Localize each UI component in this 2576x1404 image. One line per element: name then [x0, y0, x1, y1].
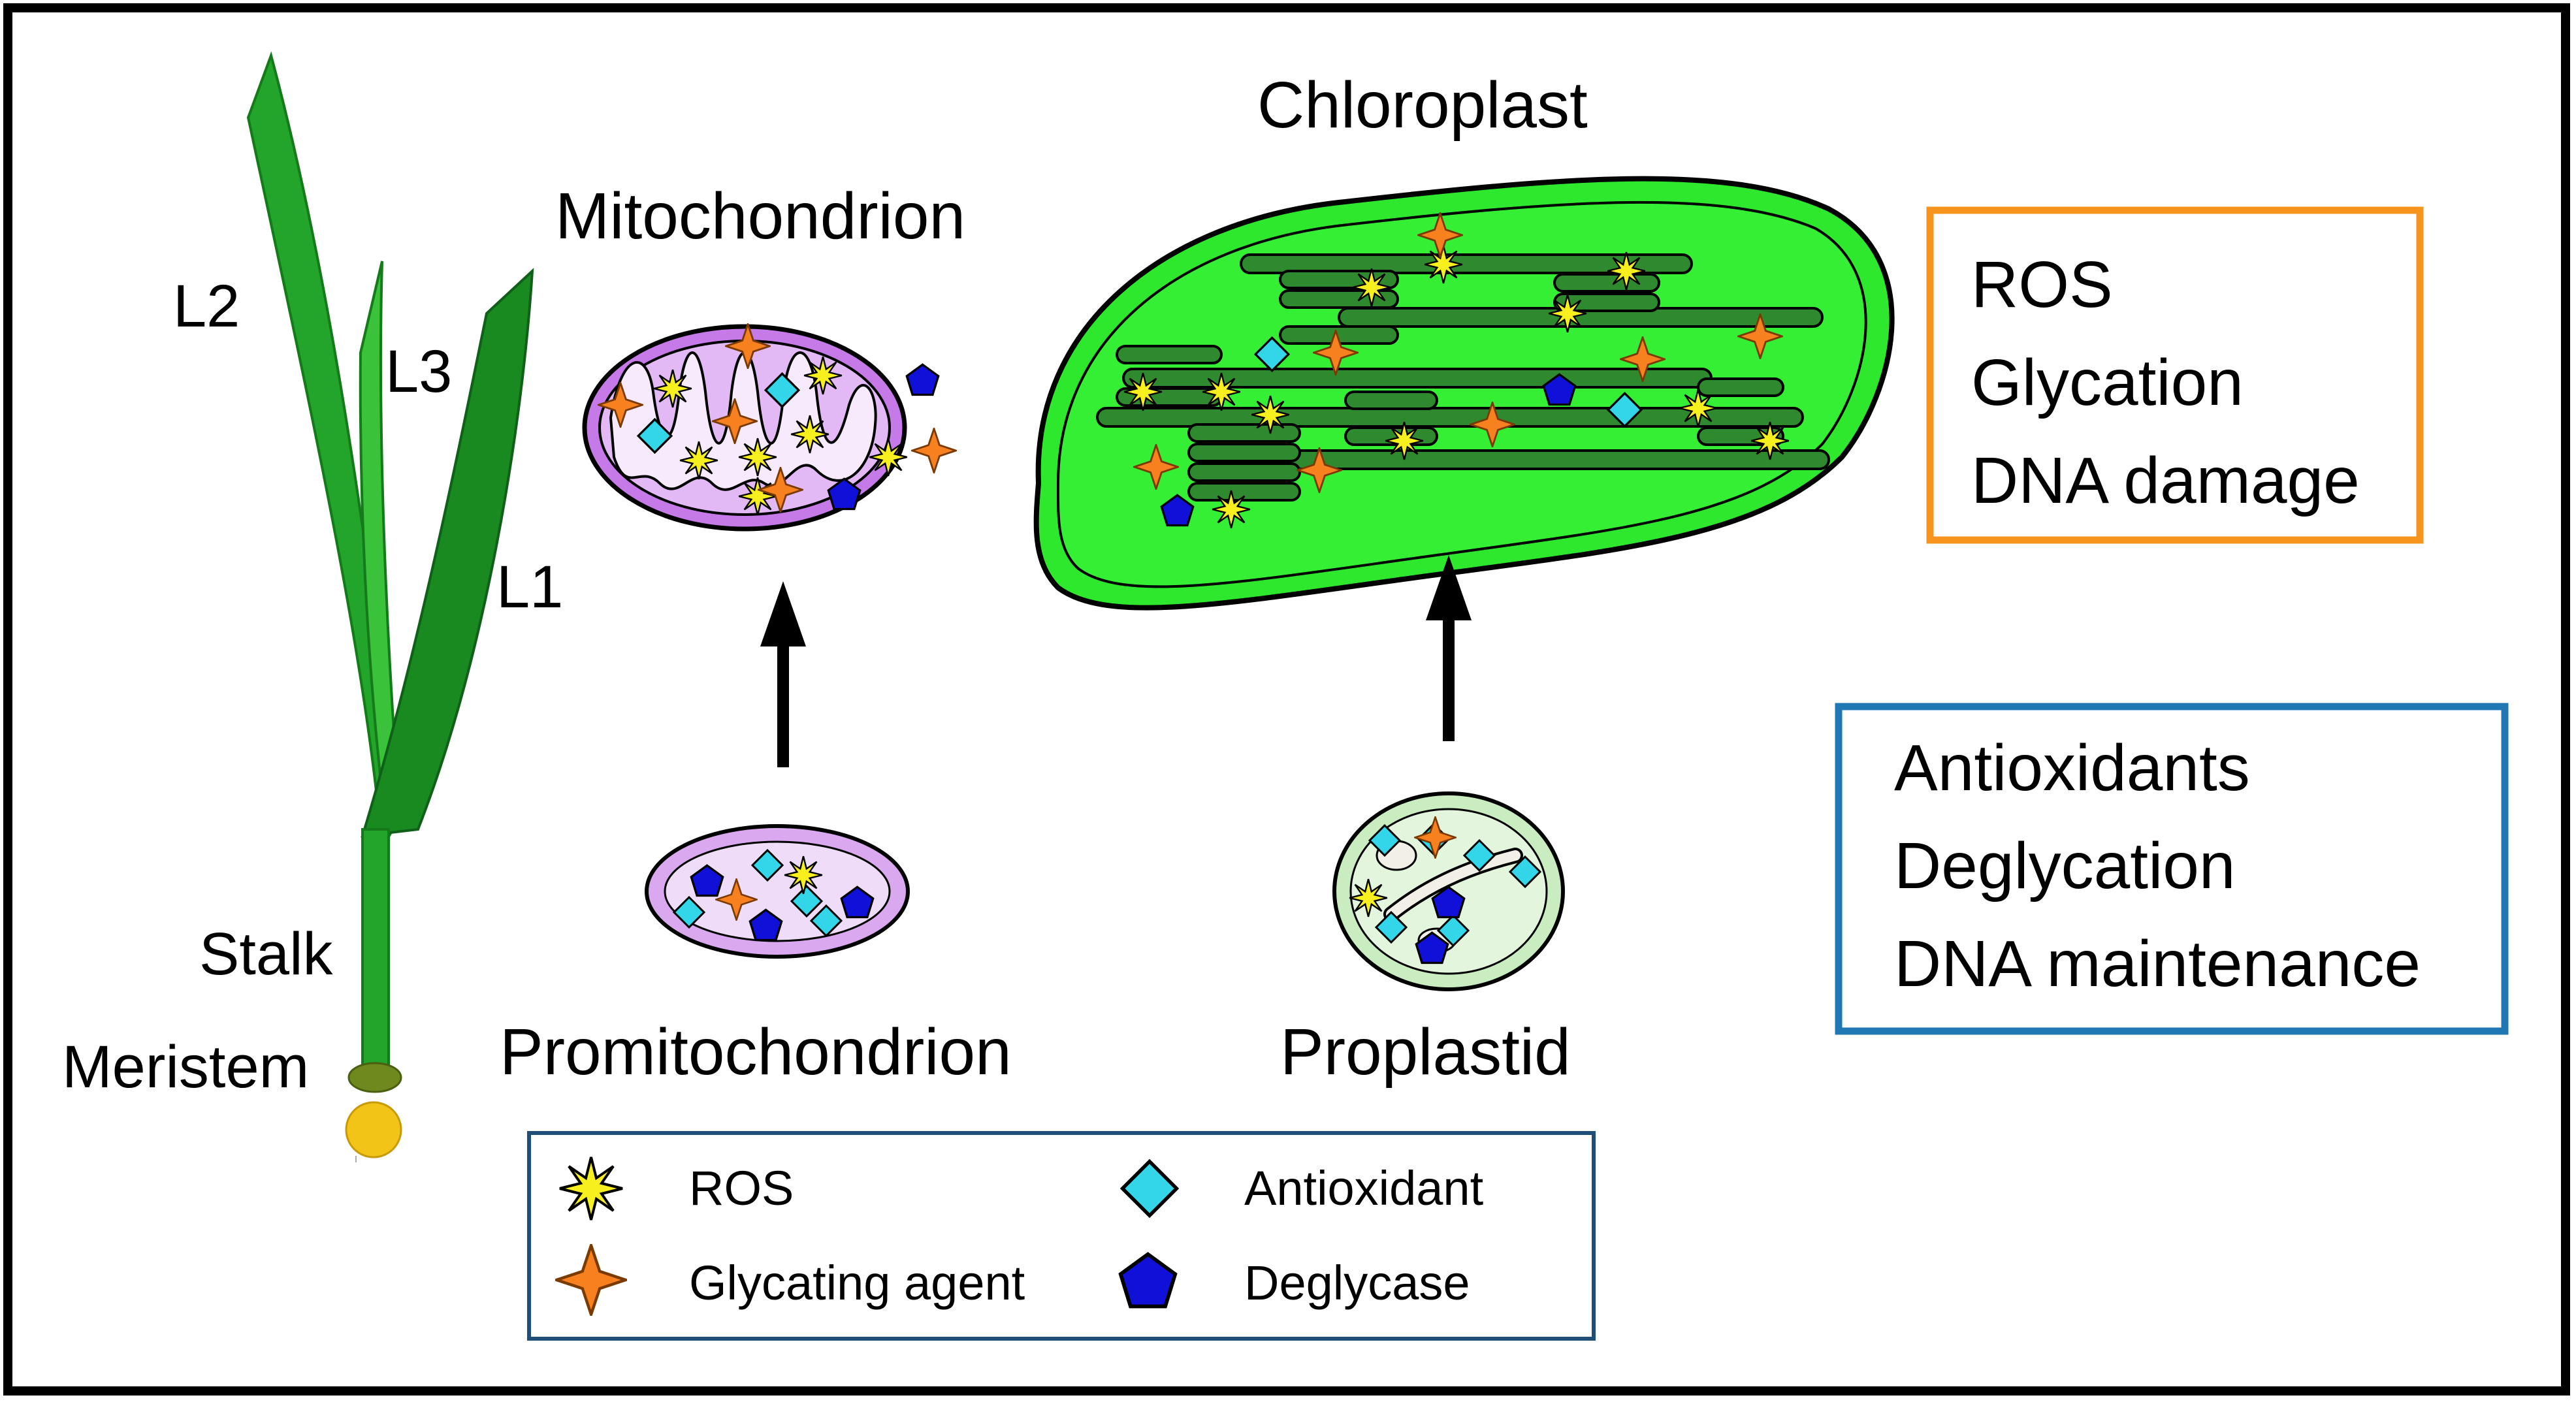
antioxidant-diamond-icon [1123, 1162, 1177, 1216]
protection-item-deglycation: Deglycation [1894, 829, 2236, 902]
protection-item-dna-maintenance: DNA maintenance [1894, 927, 2421, 1000]
legend-label-deglycase: Deglycase [1244, 1256, 1470, 1310]
legend: ROS Antioxidant Glycating agent Deglycas… [527, 1131, 1596, 1341]
leaf-label-l1: L1 [496, 554, 563, 620]
protection-item-antioxidants: Antioxidants [1894, 731, 2250, 805]
leaf-l1 [361, 268, 534, 838]
damage-box: ROS Glycation DNA damage [1926, 206, 2424, 544]
legend-label-ros: ROS [689, 1161, 794, 1215]
label-chloroplast: Chloroplast [1257, 69, 1588, 142]
label-mitochondrion: Mitochondrion [555, 180, 965, 253]
stalk-label: Stalk [199, 921, 334, 987]
deglycase-pentagon-icon [1121, 1254, 1176, 1307]
leaf-l3 [359, 261, 400, 813]
proplastid [1332, 791, 1565, 991]
meristem [345, 1101, 402, 1158]
ros-star-icon [558, 1156, 624, 1221]
promitochondrion [645, 824, 910, 959]
stalk [361, 828, 390, 1079]
leaf-label-l2: L2 [173, 273, 240, 340]
protection-box: Antioxidants Deglycation DNA maintenance [1835, 703, 2509, 1035]
label-proplastid: Proplastid [1280, 1015, 1571, 1089]
damage-item-glycation: Glycation [1971, 346, 2244, 419]
chloroplast [1033, 176, 1895, 611]
plant: L2 L3 L1 Stalk Meristem [62, 51, 563, 1162]
damage-item-dna-damage: DNA damage [1971, 444, 2360, 517]
meristem-label: Meristem [62, 1034, 309, 1100]
arrow-promito-to-mito [760, 581, 806, 767]
label-promitochondrion: Promitochondrion [500, 1015, 1012, 1089]
legend-label-antioxidant: Antioxidant [1244, 1161, 1484, 1215]
glycating-agent-star-icon [556, 1245, 626, 1315]
arrow-proplastid-to-chloro [1426, 555, 1472, 741]
mitochondrion [582, 323, 957, 532]
outer-frame [3, 3, 2570, 1396]
node [347, 1062, 402, 1093]
damage-item-ros: ROS [1971, 248, 2113, 321]
leaf-label-l3: L3 [385, 338, 452, 405]
legend-label-glycating-agent: Glycating agent [689, 1256, 1025, 1310]
